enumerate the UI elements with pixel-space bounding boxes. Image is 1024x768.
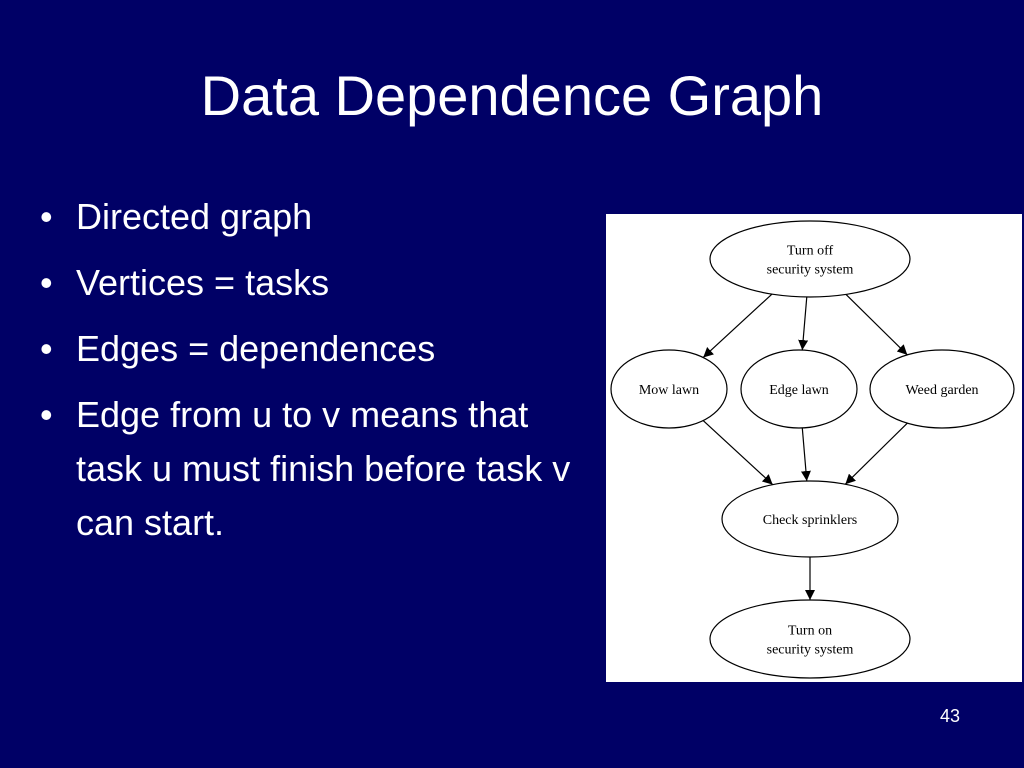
bullet-text: Edge from u to v means that task u must … — [76, 394, 571, 543]
bullet-item: • Edge from u to v means that task u mus… — [34, 388, 576, 550]
node-check-sprinklers: Check sprinklers — [721, 480, 899, 558]
node-label: Check sprinklers — [763, 513, 857, 528]
edge-turn-off-to-edge-lawn — [798, 296, 809, 351]
bullet-text: Edges = dependences — [76, 328, 436, 369]
bullet-item: • Directed graph — [34, 190, 594, 244]
slide-title: Data Dependence Graph — [200, 64, 824, 127]
slide-number: 43 — [939, 706, 961, 726]
node-label: Turn on — [788, 624, 832, 639]
edge-edge-lawn-to-check-sprinklers — [800, 427, 811, 482]
node-ellipse — [869, 349, 1015, 429]
edge-turn-off-to-mow-lawn — [702, 293, 773, 358]
node-ellipse — [740, 349, 858, 429]
node-label: security system — [767, 643, 854, 658]
node-label: Edge lawn — [769, 383, 828, 398]
bullet-list: • Directed graph • Vertices = tasks • Ed… — [34, 190, 594, 562]
node-ellipse — [721, 480, 899, 558]
bullet-text: Directed graph — [76, 196, 313, 237]
bullet-dot: • — [40, 328, 53, 369]
edge-weed-garden-to-check-sprinklers — [844, 422, 908, 485]
node-label: Weed garden — [905, 383, 978, 398]
node-ellipse — [709, 220, 911, 298]
bullet-item: • Edges = dependences — [34, 322, 594, 376]
bullet-dot: • — [40, 262, 53, 303]
node-mow-lawn: Mow lawn — [610, 349, 728, 429]
bullet-item: • Vertices = tasks — [34, 256, 594, 310]
node-label: security system — [767, 263, 854, 278]
node-weed-garden: Weed garden — [869, 349, 1015, 429]
node-label: Turn off — [787, 244, 834, 259]
bullet-dot: • — [40, 394, 53, 435]
edge-mow-lawn-to-check-sprinklers — [702, 420, 774, 486]
node-ellipse — [709, 599, 911, 679]
bullet-text: Vertices = tasks — [76, 262, 330, 303]
node-ellipse — [610, 349, 728, 429]
node-edge-lawn: Edge lawn — [740, 349, 858, 429]
bullet-dot: • — [40, 196, 53, 237]
node-turn-off: Turn off security system — [709, 220, 911, 298]
node-label: Mow lawn — [639, 383, 699, 398]
edge-turn-off-to-weed-garden — [845, 294, 908, 356]
node-turn-on: Turn on security system — [709, 599, 911, 679]
